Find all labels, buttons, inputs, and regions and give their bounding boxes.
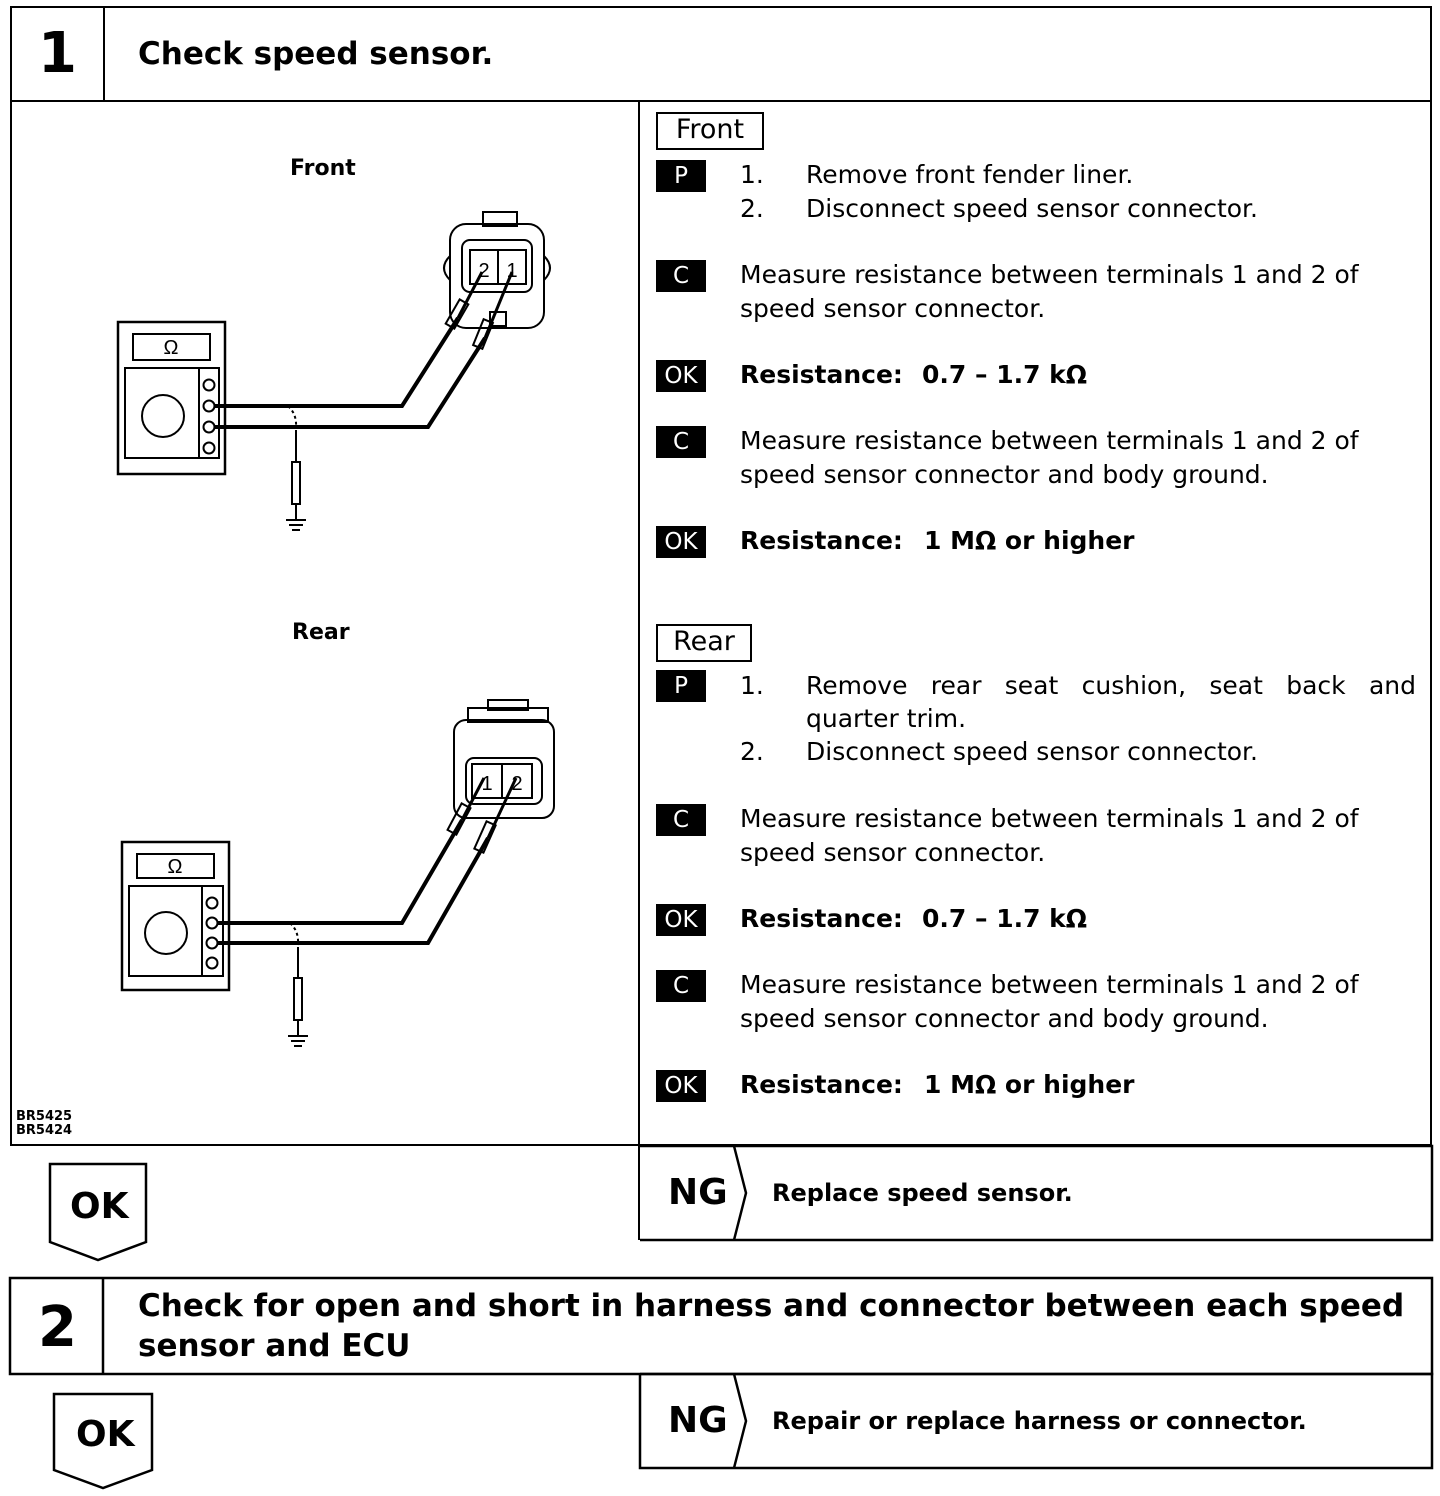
- front-check1-badge: C: [656, 260, 706, 292]
- rear-ok2-value: 1 MΩ or higher: [924, 1070, 1135, 1099]
- front-prep-badge: P: [656, 160, 706, 192]
- step1-ok-arrow-label: OK: [70, 1186, 129, 1227]
- speed-sensor-wiring-diagram: Ω Ω 2 1 1 2: [116, 211, 555, 1047]
- front-prep-step1-num: 1.: [740, 160, 764, 189]
- rear-check1-line2: speed sensor connector.: [740, 838, 1046, 867]
- step2-title-line2: sensor and ECU: [138, 1328, 411, 1364]
- rear-ok1-label: Resistance:: [740, 904, 903, 933]
- figure-code-1: BR5425: [16, 1109, 73, 1124]
- front-ok1-badge: OK: [656, 360, 706, 392]
- rear-terminal-right: 2: [511, 773, 522, 795]
- rear-illustration-label: Rear: [292, 620, 350, 645]
- front-check2-line2: speed sensor connector and body ground.: [740, 460, 1269, 489]
- rear-ok1-badge: OK: [656, 904, 706, 936]
- front-ok1-value: 0.7 – 1.7 kΩ: [922, 360, 1088, 389]
- step2-title-line1: Check for open and short in harness and …: [138, 1288, 1405, 1324]
- figure-code-2: BR5424: [16, 1123, 73, 1138]
- rear-check2-line2: speed sensor connector and body ground.: [740, 1004, 1269, 1033]
- front-check2-line1: Measure resistance between terminals 1 a…: [740, 426, 1359, 455]
- front-ok2-badge: OK: [656, 526, 706, 558]
- rear-check2-line1: Measure resistance between terminals 1 a…: [740, 970, 1359, 999]
- front-ok1-label: Resistance:: [740, 360, 903, 389]
- rear-ok2-label: Resistance:: [740, 1070, 903, 1099]
- step1-title: Check speed sensor.: [138, 36, 494, 72]
- step2-ng-action: Repair or replace harness or connector.: [772, 1407, 1307, 1435]
- rear-check1-line1: Measure resistance between terminals 1 a…: [740, 804, 1359, 833]
- rear-terminal-left: 1: [481, 773, 492, 795]
- step1-number-divider: [103, 6, 105, 102]
- front-prep-step2-text: Disconnect speed sensor connector.: [806, 194, 1258, 223]
- front-ok2-label: Resistance:: [740, 526, 903, 555]
- front-prep-step1-text: Remove front fender liner.: [806, 160, 1134, 189]
- rear-heading: Rear: [656, 624, 752, 662]
- rear-prep-badge: P: [656, 670, 706, 702]
- front-heading: Front: [656, 112, 764, 150]
- front-check1-line1: Measure resistance between terminals 1 a…: [740, 260, 1359, 289]
- rear-check2-badge: C: [656, 970, 706, 1002]
- rear-prep-step2-num: 2.: [740, 737, 764, 766]
- step1-column-divider: [638, 100, 640, 1240]
- rear-prep-step1-line1: Remove rear seat cushion, seat back and: [806, 671, 1416, 700]
- front-terminal-right: 1: [506, 260, 517, 282]
- rear-prep-step2-text: Disconnect speed sensor connector.: [806, 737, 1258, 766]
- step2-ng-label: NG: [668, 1400, 728, 1441]
- step1-number: 1: [38, 21, 77, 86]
- rear-ok2-badge: OK: [656, 1070, 706, 1102]
- step1-ng-action: Replace speed sensor.: [772, 1179, 1073, 1207]
- rear-ok1-value: 0.7 – 1.7 kΩ: [922, 904, 1088, 933]
- rear-meter-ohm-symbol: Ω: [168, 856, 183, 878]
- step2-ok-arrow-label: OK: [76, 1414, 135, 1455]
- step1-ng-label: NG: [668, 1172, 728, 1213]
- front-ok2-value: 1 MΩ or higher: [924, 526, 1135, 555]
- rear-prep-step1-line2: quarter trim.: [806, 704, 967, 733]
- front-check2-badge: C: [656, 426, 706, 458]
- front-terminal-left: 2: [478, 260, 489, 282]
- rear-prep-step1-num: 1.: [740, 671, 764, 700]
- step2-number: 2: [38, 1295, 77, 1360]
- front-meter-ohm-symbol: Ω: [164, 337, 179, 359]
- front-check1-line2: speed sensor connector.: [740, 294, 1046, 323]
- front-illustration-label: Front: [290, 156, 356, 181]
- front-prep-step2-num: 2.: [740, 194, 764, 223]
- rear-check1-badge: C: [656, 804, 706, 836]
